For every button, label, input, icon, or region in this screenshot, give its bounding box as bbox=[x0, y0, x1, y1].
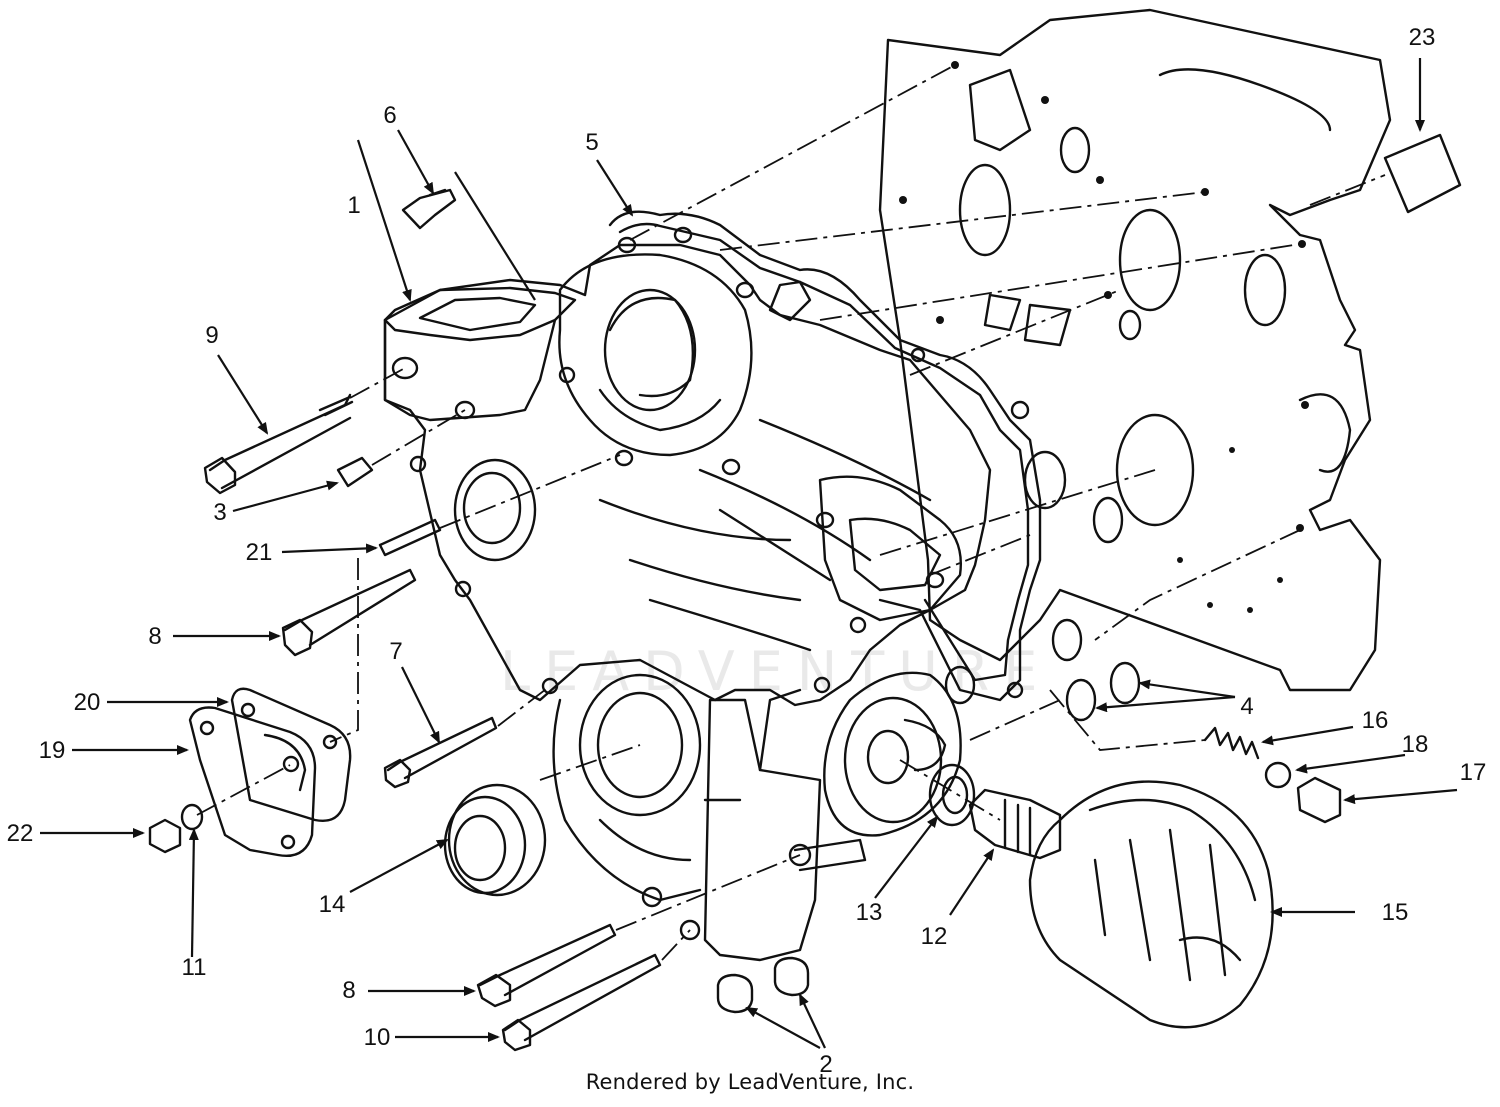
timing-cover bbox=[383, 243, 992, 962]
callout-10: 10 bbox=[364, 1024, 391, 1051]
callout-21: 21 bbox=[246, 539, 273, 566]
gasket-window bbox=[768, 280, 812, 322]
callout-16: 16 bbox=[1362, 707, 1389, 734]
callout-labels: 1 2 3 4 5 6 7 8 8 9 10 11 12 13 14 15 16… bbox=[7, 24, 1487, 1078]
front-seal bbox=[443, 783, 547, 897]
callout-1: 1 bbox=[347, 192, 360, 219]
leader-arrows bbox=[40, 58, 1458, 1049]
callout-7: 7 bbox=[389, 638, 402, 665]
gasket bbox=[608, 210, 1042, 702]
gasket-inner bbox=[618, 222, 1030, 682]
callout-3: 3 bbox=[213, 499, 226, 526]
callout-8-lower: 8 bbox=[342, 977, 355, 1004]
cover-holes bbox=[409, 226, 1030, 941]
callout-18: 18 bbox=[1402, 731, 1429, 758]
engine-block bbox=[878, 8, 1392, 692]
alignment-lines bbox=[196, 64, 1386, 961]
callout-5: 5 bbox=[585, 129, 598, 156]
cover-plate bbox=[188, 706, 317, 857]
callout-14: 14 bbox=[319, 891, 346, 918]
cover-plate-gasket bbox=[230, 687, 352, 822]
callout-12: 12 bbox=[921, 923, 948, 950]
callout-20: 20 bbox=[74, 689, 101, 716]
callout-13: 13 bbox=[856, 899, 883, 926]
callout-4: 4 bbox=[1240, 693, 1253, 720]
block-holes bbox=[899, 61, 1309, 613]
callout-2: 2 bbox=[819, 1051, 832, 1078]
callout-23: 23 bbox=[1409, 24, 1436, 51]
callout-11: 11 bbox=[182, 954, 207, 981]
fasteners bbox=[148, 133, 1462, 1052]
oil-filter bbox=[1028, 780, 1274, 1029]
callout-17: 17 bbox=[1460, 759, 1487, 786]
render-credit: Rendered by LeadVenture, Inc. bbox=[585, 1070, 915, 1094]
callout-19: 19 bbox=[39, 737, 66, 764]
callout-6: 6 bbox=[383, 102, 396, 129]
callout-8-upper: 8 bbox=[148, 623, 161, 650]
callout-22: 22 bbox=[7, 820, 34, 847]
filter-adapter bbox=[823, 671, 962, 837]
callout-15: 15 bbox=[1382, 899, 1409, 926]
callout-9: 9 bbox=[205, 322, 218, 349]
